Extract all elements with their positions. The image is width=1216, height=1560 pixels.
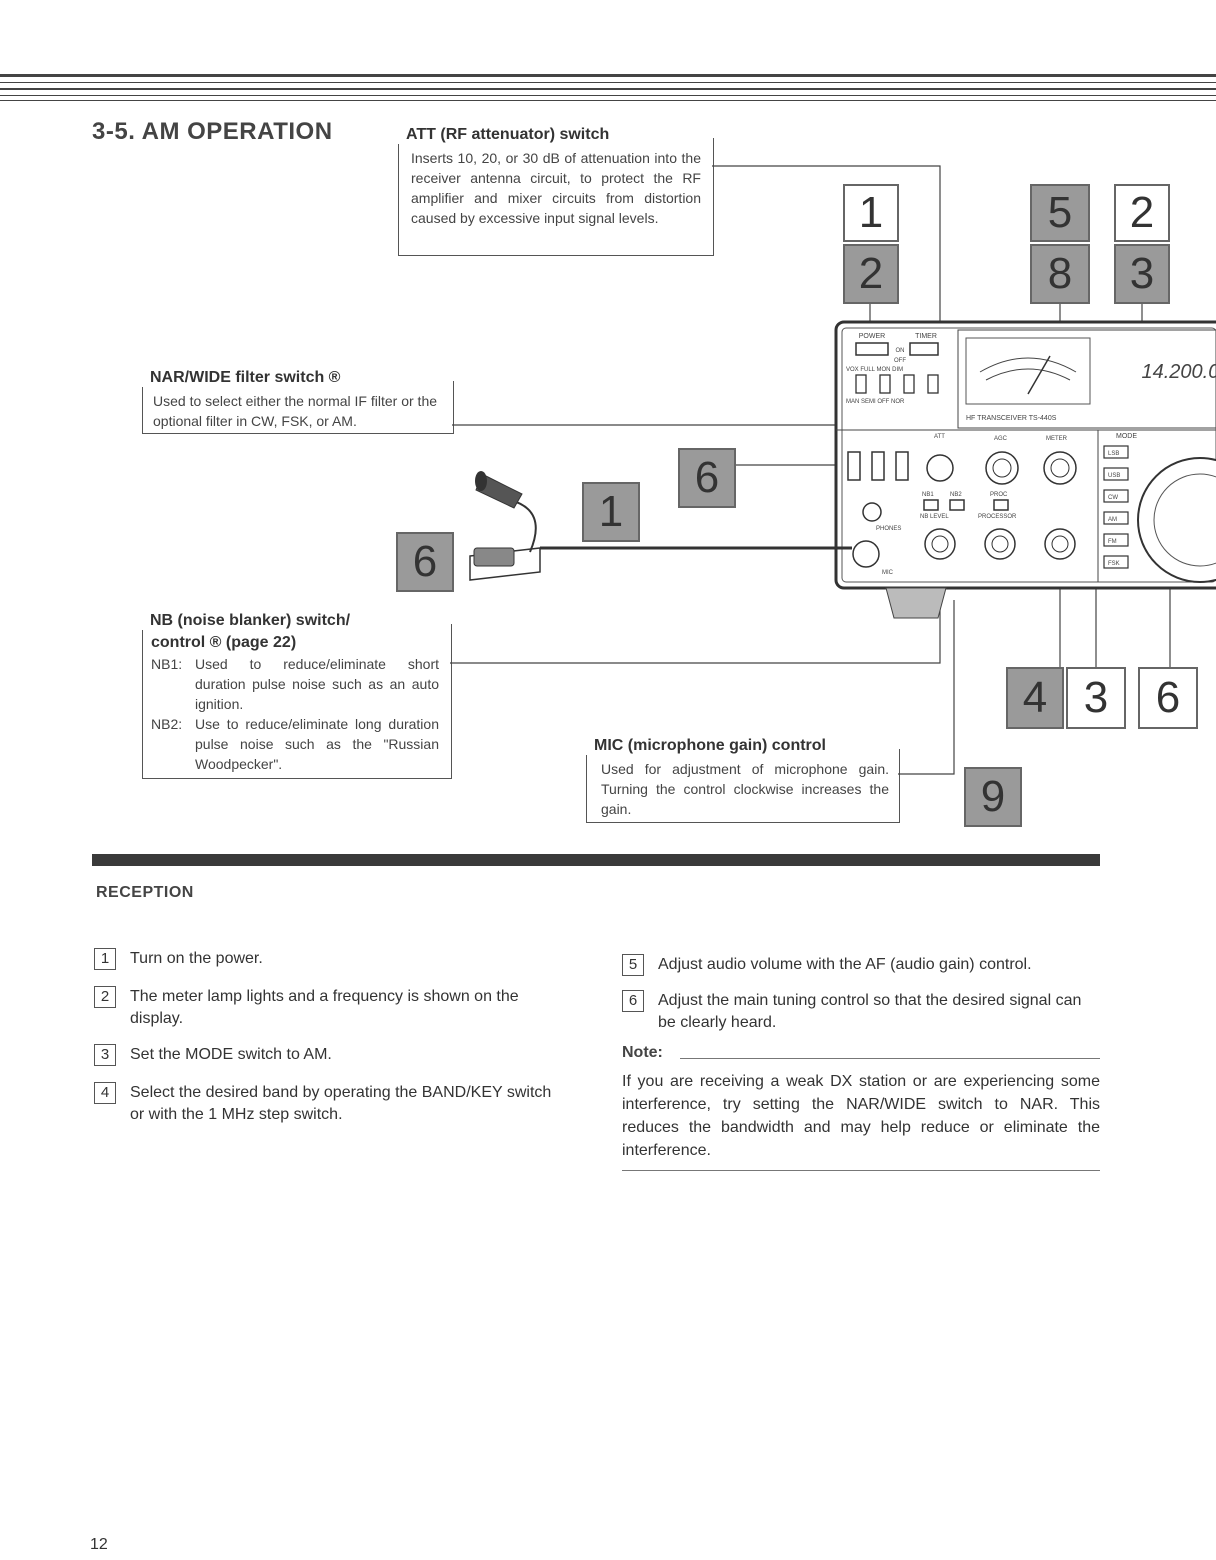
number-box-1-mid: 1 <box>582 482 640 542</box>
svg-text:ATT: ATT <box>934 434 945 440</box>
nb2-text: Use to reduce/eliminate long duration pu… <box>195 716 439 772</box>
mic-callout-title: MIC (microphone gain) control <box>586 737 830 755</box>
nb-callout-title-2: control ® (page 22) <box>151 634 297 651</box>
svg-text:METER: METER <box>1046 436 1068 442</box>
nb-callout-title-1: NB (noise blanker) switch/ <box>142 612 355 630</box>
svg-text:FSK: FSK <box>1108 561 1120 567</box>
step-text: Set the MODE switch to AM. <box>130 1046 332 1063</box>
step-number: 4 <box>94 1082 116 1104</box>
svg-text:NB1: NB1 <box>922 492 934 498</box>
svg-text:POWER: POWER <box>859 333 885 340</box>
mic-callout-body: Used for adjustment of microphone gain. … <box>601 761 889 817</box>
top-rule-1 <box>0 74 1216 77</box>
number-box-6-bottom: 6 <box>1138 667 1198 729</box>
frequency-readout: 14.200.00 <box>1142 361 1216 383</box>
note-label: Note: <box>622 1044 663 1061</box>
note-rule-bottom <box>622 1170 1100 1171</box>
section-divider <box>92 854 1100 866</box>
svg-text:ON: ON <box>896 348 905 354</box>
svg-text:USB: USB <box>1108 473 1120 479</box>
svg-text:MODE: MODE <box>1116 433 1137 440</box>
top-rule-2 <box>0 82 1216 83</box>
section-title: 3-5. AM OPERATION <box>92 118 333 145</box>
svg-text:VOX FULL MON DIM: VOX FULL MON DIM <box>846 367 903 373</box>
svg-text:MIC: MIC <box>882 570 894 576</box>
note-rule-top <box>680 1058 1100 1059</box>
microphone-illustration <box>469 471 852 581</box>
svg-text:OFF: OFF <box>894 358 906 364</box>
transceiver-diagram: 14.200.00 HF TRANSCEIVER TS-440S POWER T… <box>450 165 1216 775</box>
number-box-2-top: 2 <box>843 244 899 304</box>
number-box-3-top: 3 <box>1114 244 1170 304</box>
nb1-text: Used to reduce/eliminate short duration … <box>195 656 439 712</box>
svg-text:CW: CW <box>1108 495 1118 501</box>
svg-text:FM: FM <box>1108 539 1117 545</box>
number-box-4-bottom: 4 <box>1006 667 1064 729</box>
nb-callout: NB (noise blanker) switch/ control ® (pa… <box>142 612 452 779</box>
number-box-8: 8 <box>1030 244 1090 304</box>
reception-heading: RECEPTION <box>96 884 194 901</box>
svg-text:NB LEVEL: NB LEVEL <box>920 514 949 520</box>
narwide-callout: NAR/WIDE filter switch ® Used to select … <box>142 369 454 434</box>
nb1-label: NB1: <box>151 656 183 672</box>
number-box-6-mid: 6 <box>678 448 736 508</box>
top-rule-5 <box>0 100 1216 101</box>
number-box-1-top: 1 <box>843 184 899 242</box>
step-number: 2 <box>94 986 116 1008</box>
step-text: Adjust the main tuning control so that t… <box>658 992 1082 1031</box>
step-number: 5 <box>622 954 644 976</box>
number-box-6-left: 6 <box>396 532 454 592</box>
step-number: 3 <box>94 1044 116 1066</box>
mic-callout: MIC (microphone gain) control Used for a… <box>586 737 900 823</box>
step-text: The meter lamp lights and a frequency is… <box>130 988 519 1027</box>
top-rule-4 <box>0 95 1216 96</box>
att-callout-title: ATT (RF attenuator) switch <box>398 126 614 144</box>
svg-text:NB2: NB2 <box>950 492 962 498</box>
nb2-label: NB2: <box>151 716 183 732</box>
svg-text:PHONES: PHONES <box>876 526 901 532</box>
svg-text:PROC: PROC <box>990 492 1008 498</box>
step-number: 6 <box>622 990 644 1012</box>
step-number: 1 <box>94 948 116 970</box>
number-box-5: 5 <box>1030 184 1090 242</box>
narwide-callout-body: Used to select either the normal IF filt… <box>153 393 438 429</box>
svg-text:TIMER: TIMER <box>915 333 937 340</box>
model-label: HF TRANSCEIVER TS-440S <box>966 415 1057 422</box>
att-callout: ATT (RF attenuator) switch Inserts 10, 2… <box>398 126 714 256</box>
svg-text:MAN SEMI OFF NOR: MAN SEMI OFF NOR <box>846 399 905 405</box>
transceiver-body: 14.200.00 HF TRANSCEIVER TS-440S POWER T… <box>834 320 1216 619</box>
svg-text:AGC: AGC <box>994 436 1008 442</box>
svg-text:AM: AM <box>1108 517 1117 523</box>
step-text: Select the desired band by operating the… <box>130 1084 552 1123</box>
svg-text:PROCESSOR: PROCESSOR <box>978 514 1017 520</box>
step-text: Turn on the power. <box>130 950 263 967</box>
top-rule-3 <box>0 88 1216 90</box>
narwide-callout-title: NAR/WIDE filter switch ® <box>142 369 345 387</box>
note-text: If you are receiving a weak DX station o… <box>622 1073 1100 1159</box>
svg-text:LSB: LSB <box>1108 451 1119 457</box>
number-box-3-bottom: 3 <box>1066 667 1126 729</box>
step-text: Adjust audio volume with the AF (audio g… <box>658 956 1032 973</box>
number-box-9: 9 <box>964 767 1022 827</box>
att-callout-body: Inserts 10, 20, or 30 dB of attenuation … <box>411 150 701 226</box>
number-box-2-right: 2 <box>1114 184 1170 242</box>
page-number: 12 <box>90 1536 108 1553</box>
